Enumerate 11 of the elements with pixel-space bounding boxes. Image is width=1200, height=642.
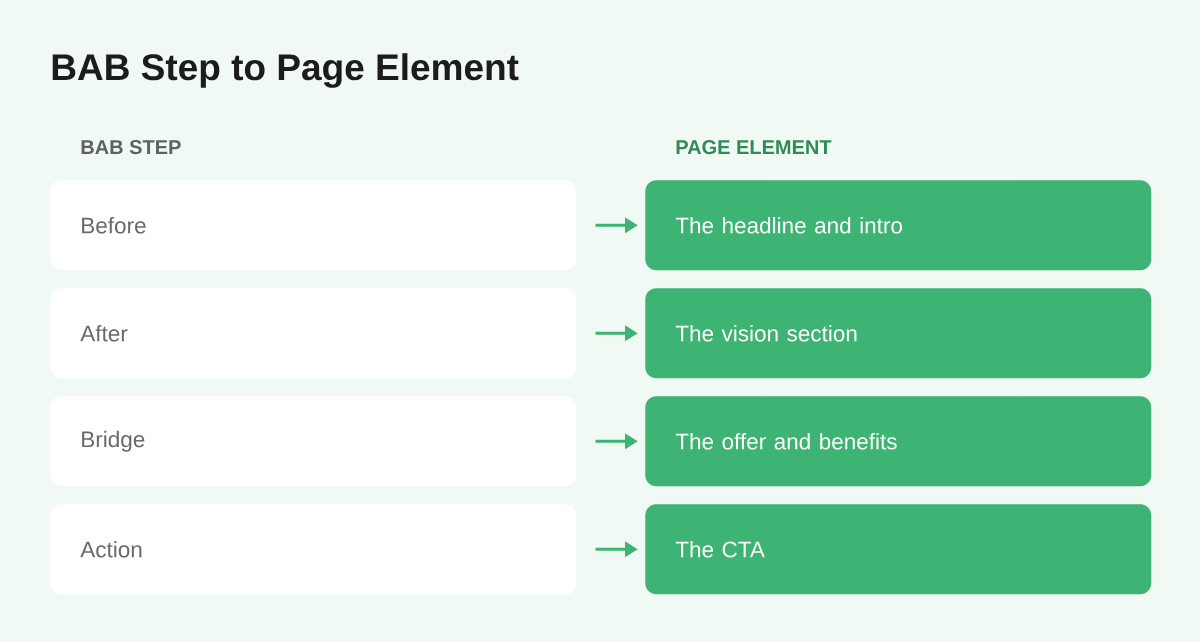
element-box: The offer and benefits	[645, 396, 1152, 487]
step-box: Before	[50, 180, 577, 271]
title: BAB Step to Page Element	[52, 53, 519, 88]
column-header: PAGE ELEMENT	[676, 140, 832, 155]
step-box: After	[50, 288, 577, 379]
element-box: The vision section	[645, 288, 1152, 379]
element-box: The CTA	[645, 504, 1152, 595]
step-box: Action	[50, 504, 577, 595]
element-box: The headline and intro	[645, 180, 1152, 271]
step-box: Bridge	[50, 396, 577, 487]
column-header: BAB STEP	[81, 140, 181, 155]
